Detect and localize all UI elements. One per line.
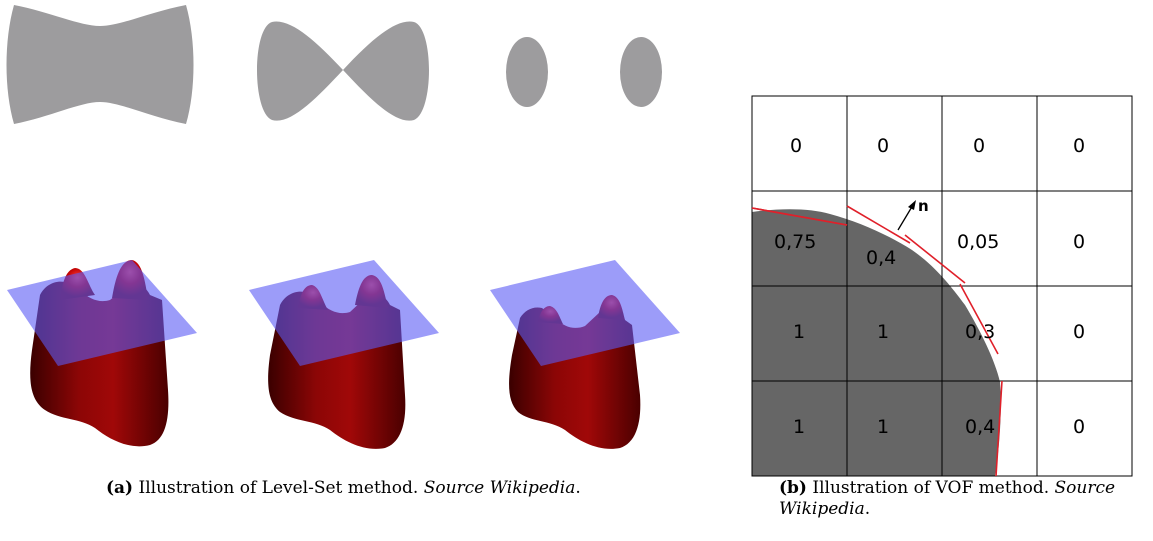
cell-value: 0 [790,135,802,157]
normal-label: n [918,197,929,215]
cell-value: 0,75 [774,231,816,253]
cell-value: 0 [877,135,889,157]
level-set-shape-3-left [506,37,548,107]
cell-value: 0,05 [957,231,999,253]
level-set-surface-3 [490,260,680,449]
cell-value: 1 [877,416,889,438]
level-plane [249,260,439,366]
cell-value: 1 [877,321,889,343]
level-set-shapes [6,5,662,124]
normal-arrow-shaft [897,204,914,231]
level-plane [7,260,197,366]
caption-vof: (b) Illustration of VOF method. Source W… [779,478,1116,519]
caption-source: Source Wikipedia [779,478,1116,519]
cell-value: 0 [1073,231,1085,253]
cell-value: 0,3 [965,321,995,343]
level-plane [490,260,680,366]
level-set-surface-2 [249,260,439,449]
normal-arrow-head [908,200,916,210]
vof-fluid-region [752,209,1001,476]
cell-value: 0,4 [866,247,896,269]
cell-value: 0 [973,135,985,157]
caption-level-set: (a) Illustration of Level-Set method. So… [106,478,581,498]
cell-value: 0,4 [965,416,995,438]
level-set-shape-2 [257,21,429,121]
caption-source: Source Wikipedia [423,478,576,498]
caption-tag: (b) [779,478,807,498]
vof-grid-lines [751,95,1133,477]
level-set-shape-3-right [620,37,662,107]
caption-tag: (a) [106,478,134,498]
cell-value: 1 [793,416,805,438]
caption-text: Illustration of Level-Set method. [133,478,424,498]
level-set-surface-1 [7,260,197,447]
vof-interface-segments [751,205,1003,477]
cell-value: 1 [793,321,805,343]
cell-value: 0 [1073,135,1085,157]
normal-vector: n [897,197,929,231]
vof-cell-values: 0 0 0 0 0,75 0,4 0,05 0 1 1 0,3 0 1 1 0,… [774,135,1085,438]
level-set-shape-1 [6,5,194,124]
vof-grid: n 0 0 0 0 0,75 0,4 0,05 0 1 1 0,3 0 1 1 … [751,95,1133,477]
cell-value: 0 [1073,321,1085,343]
cell-value: 0 [1073,416,1085,438]
caption-text: Illustration of VOF method. [806,478,1055,498]
